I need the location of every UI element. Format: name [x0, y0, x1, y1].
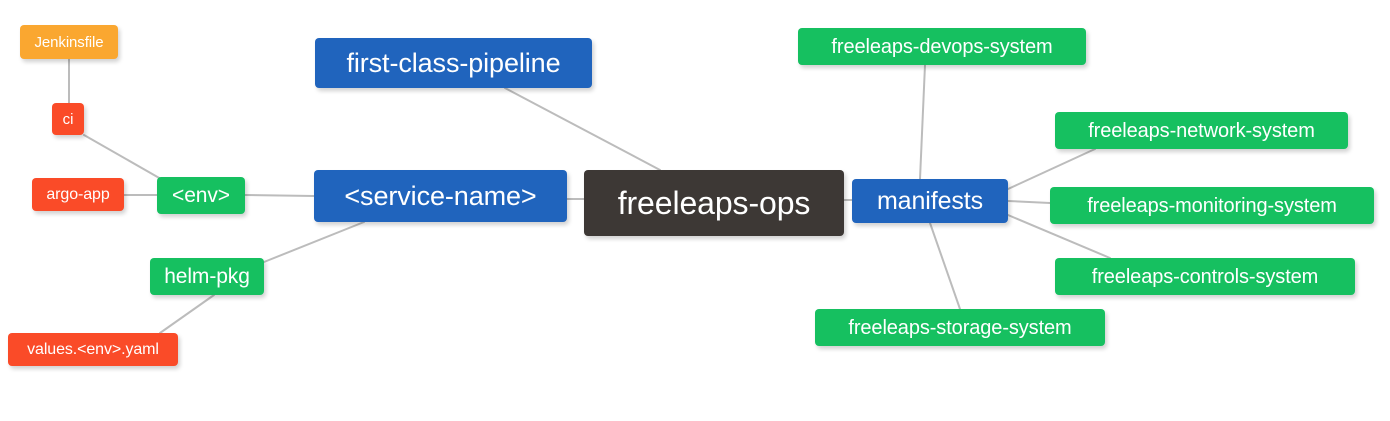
node-first-class-pipeline[interactable]: first-class-pipeline: [315, 38, 592, 88]
node-label-freeleaps-network-system: freeleaps-network-system: [1088, 119, 1315, 142]
edge-env-to-service-name: [244, 194, 315, 197]
node-helm-pkg[interactable]: helm-pkg: [150, 258, 264, 295]
edge-first-class-pipeline-to-freeleaps-ops: [504, 87, 661, 171]
node-label-helm-pkg: helm-pkg: [164, 265, 250, 288]
node-argo-app[interactable]: argo-app: [32, 178, 124, 211]
node-label-env: <env>: [172, 184, 230, 207]
edge-helm-pkg-to-values-env-yaml: [159, 294, 215, 334]
node-label-argo-app: argo-app: [46, 185, 110, 203]
node-label-jenkinsfile: Jenkinsfile: [34, 33, 104, 51]
edge-manifests-to-freeleaps-monitoring-system: [1007, 200, 1051, 204]
node-label-freeleaps-monitoring-system: freeleaps-monitoring-system: [1087, 194, 1337, 217]
node-manifests[interactable]: manifests: [852, 179, 1008, 223]
node-label-freeleaps-ops: freeleaps-ops: [617, 185, 811, 221]
node-label-service-name: <service-name>: [344, 180, 537, 211]
node-label-freeleaps-storage-system: freeleaps-storage-system: [848, 316, 1072, 339]
node-label-values-env-yaml: values.<env>.yaml: [27, 340, 159, 358]
node-freeleaps-ops[interactable]: freeleaps-ops: [584, 170, 844, 236]
edge-ci-to-env: [83, 134, 162, 180]
edge-service-name-to-helm-pkg: [263, 221, 365, 263]
node-label-freeleaps-controls-system: freeleaps-controls-system: [1091, 265, 1319, 288]
node-freeleaps-storage-system[interactable]: freeleaps-storage-system: [815, 309, 1105, 346]
node-label-first-class-pipeline: first-class-pipeline: [346, 47, 561, 78]
node-label-ci: ci: [62, 110, 74, 128]
node-label-freeleaps-devops-system: freeleaps-devops-system: [831, 35, 1053, 58]
node-freeleaps-devops-system[interactable]: freeleaps-devops-system: [798, 28, 1086, 65]
node-env[interactable]: <env>: [157, 177, 245, 214]
edge-manifests-to-freeleaps-network-system: [1007, 148, 1096, 190]
node-freeleaps-monitoring-system[interactable]: freeleaps-monitoring-system: [1050, 187, 1374, 224]
edge-manifests-to-freeleaps-devops-system: [919, 64, 926, 180]
node-service-name[interactable]: <service-name>: [314, 170, 567, 222]
node-label-manifests: manifests: [876, 186, 984, 215]
node-freeleaps-controls-system[interactable]: freeleaps-controls-system: [1055, 258, 1355, 295]
edge-manifests-to-freeleaps-storage-system: [929, 222, 961, 310]
node-jenkinsfile[interactable]: Jenkinsfile: [20, 25, 118, 59]
node-freeleaps-network-system[interactable]: freeleaps-network-system: [1055, 112, 1348, 149]
node-ci[interactable]: ci: [52, 103, 84, 135]
node-values-env-yaml[interactable]: values.<env>.yaml: [8, 333, 178, 366]
